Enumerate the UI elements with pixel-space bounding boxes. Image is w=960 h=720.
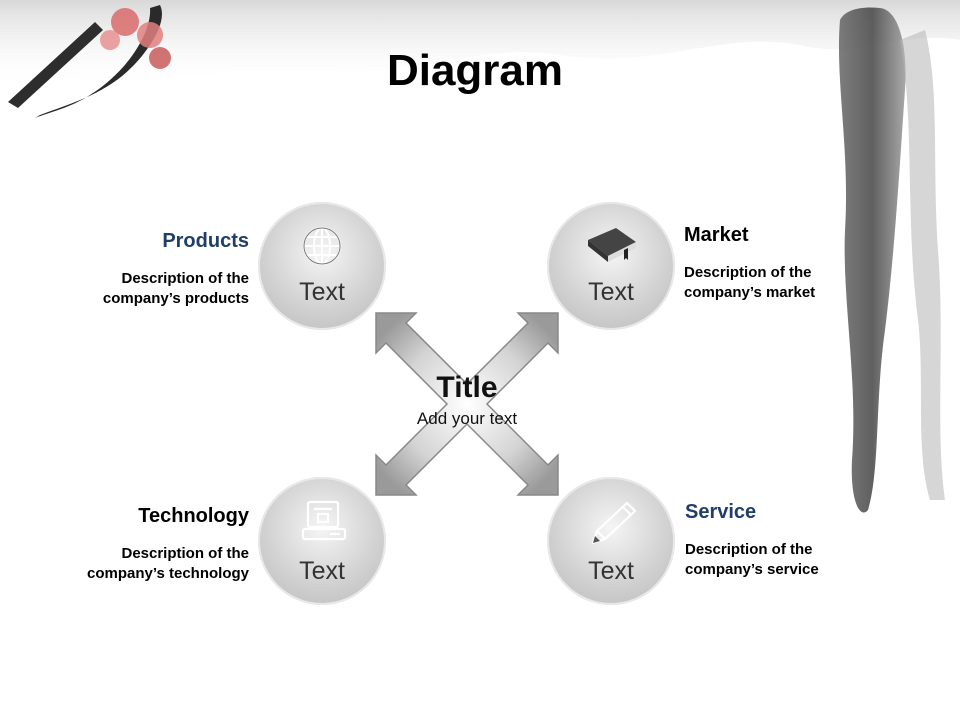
ink-brush-stroke-light bbox=[900, 30, 945, 500]
market-node[interactable] bbox=[547, 202, 675, 330]
slide-title: Diagram bbox=[386, 46, 564, 95]
service-heading: Service bbox=[685, 501, 757, 523]
pencil-icon bbox=[591, 501, 637, 545]
technology-node[interactable] bbox=[258, 477, 386, 605]
products-heading: Products bbox=[162, 230, 249, 252]
products-node-text: Text bbox=[299, 278, 345, 306]
flower-petal bbox=[100, 30, 120, 50]
market-description: Description of the company’s market bbox=[684, 263, 874, 303]
products-node[interactable] bbox=[258, 202, 386, 330]
technology-description-line: Description of the bbox=[121, 545, 249, 562]
service-description-line: Description of the bbox=[685, 541, 813, 558]
flower-petal bbox=[149, 47, 171, 69]
service-label-group: Service Description of the company’s ser… bbox=[685, 501, 875, 580]
products-description-line: company’s products bbox=[102, 290, 249, 307]
ink-brush-stroke bbox=[838, 7, 906, 513]
top-ink-wash bbox=[0, 0, 960, 89]
products-description: Description of the company’s products bbox=[60, 269, 249, 309]
technology-description-line: company’s technology bbox=[87, 565, 249, 582]
market-description-line: Description of the bbox=[684, 264, 812, 281]
brush-handle bbox=[8, 22, 103, 108]
center-title: Title bbox=[436, 371, 498, 404]
products-description-line: Description of the bbox=[121, 270, 249, 287]
market-label-group: Market Description of the company’s mark… bbox=[684, 224, 874, 303]
center-subtitle: Add your text bbox=[416, 409, 518, 428]
technology-heading: Technology bbox=[138, 505, 249, 527]
technology-node-text: Text bbox=[299, 557, 345, 585]
service-description: Description of the company’s service bbox=[685, 540, 875, 580]
book-icon bbox=[588, 228, 636, 262]
flower-petal bbox=[137, 22, 163, 48]
market-node-text: Text bbox=[588, 278, 634, 306]
four-way-arrow bbox=[375, 312, 559, 496]
globe-icon bbox=[303, 227, 341, 265]
service-node[interactable] bbox=[547, 477, 675, 605]
products-label-group: Products Description of the company’s pr… bbox=[60, 230, 249, 309]
ink-swoosh bbox=[35, 5, 162, 118]
technology-description: Description of the company’s technology bbox=[60, 544, 249, 584]
service-node-text: Text bbox=[588, 557, 634, 585]
service-description-line: company’s service bbox=[685, 561, 819, 578]
market-heading: Market bbox=[684, 224, 749, 246]
computer-icon bbox=[301, 500, 347, 541]
technology-label-group: Technology Description of the company’s … bbox=[60, 505, 249, 584]
market-description-line: company’s market bbox=[684, 284, 816, 301]
flower-petal bbox=[111, 8, 139, 36]
